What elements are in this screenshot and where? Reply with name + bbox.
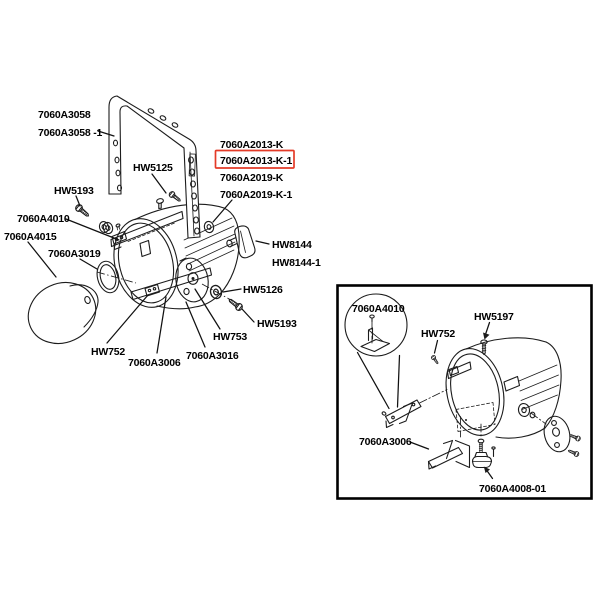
label-7060A2013-K: 7060A2013-K [220,139,284,151]
knob-drawing [226,225,256,259]
socket-plate-drawing [175,257,209,303]
inset-leader-3006 [409,441,430,450]
inset-foot-drawing [471,423,496,480]
label-hw752: HW752 [91,346,125,358]
leader-lines [27,130,270,354]
inset-label-7060A4008-01: 7060A4008-01 [479,483,546,495]
inset-border [336,284,593,500]
label-7060A3006: 7060A3006 [128,357,181,369]
label-hw5126: HW5126 [243,284,283,296]
inset-balloon [344,293,408,410]
label-7060A2019-K: 7060A2019-K [220,172,284,184]
label-hw5193-lower: HW5193 [257,318,297,330]
label-7060A3058: 7060A3058 [38,109,91,121]
label-hw5125: HW5125 [133,162,173,174]
inset-rear-plate-drawing [543,415,582,458]
hw5125-screw-drawing [156,190,183,210]
label-7060A3016: 7060A3016 [186,350,239,362]
inset-hw752-screw-drawing [430,339,440,366]
label-hw8144-1: HW8144-1 [272,257,321,269]
label-7060A3058-1: 7060A3058 -1 [38,127,103,139]
reflector-drawing [27,281,99,345]
label-hw5193-upper: HW5193 [54,185,94,197]
label-7060A3019: 7060A3019 [48,248,101,260]
label-7060A2013-K-1: 7060A2013-K-1 [220,155,292,167]
label-7060A4015: 7060A4015 [4,231,57,243]
label-7060A2019-K-1: 7060A2019-K-1 [220,189,292,201]
inset-diagram: 7060A4010 HW752 HW5197 7060A3006 7060A40… [336,284,593,500]
gasket-ring-drawing [96,260,120,294]
inset-label-7060A4010: 7060A4010 [352,303,405,315]
inset-hw5197-screw-drawing [480,321,491,356]
main-diagram: 7060A3058 7060A3058 -1 HW5125 HW5193 706… [4,95,321,369]
main-labels: 7060A3058 7060A3058 -1 HW5125 HW5193 706… [4,109,321,369]
inset-label-hw752: HW752 [421,328,455,340]
label-hw8144: HW8144 [272,239,312,251]
inset-label-7060A3006: 7060A3006 [359,436,412,448]
inset-labels: 7060A4010 HW752 HW5197 7060A3006 7060A40… [352,303,547,495]
center-axis-line [96,271,137,284]
hw5193-lower-screw-drawing [226,296,245,313]
label-hw753: HW753 [213,331,247,343]
highlight-box [214,149,295,169]
inset-bracket-3006-drawing [427,439,471,470]
inset-housing-drawing [445,337,562,439]
center-axis-line [201,283,232,301]
label-7060A4010: 7060A4010 [17,213,70,225]
inset-bracket-4010-drawing [381,389,448,429]
bracket-7060A4010-drawing [111,223,128,251]
yoke-drawing [108,95,201,239]
inset-label-hw5197: HW5197 [474,311,514,323]
